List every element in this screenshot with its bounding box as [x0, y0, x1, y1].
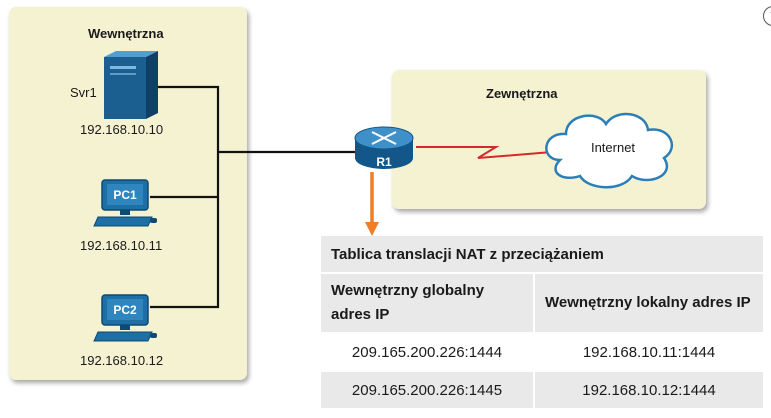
- pc2-label: PC2: [113, 303, 137, 317]
- pc1-ip: 192.168.10.11: [80, 238, 163, 253]
- outside-zone-title: Zewnętrzna: [486, 86, 558, 101]
- cloud-icon: Internet: [545, 112, 674, 189]
- pc2-ip: 192.168.10.12: [80, 353, 164, 368]
- link-server: [150, 85, 220, 152]
- server-icon: [104, 51, 158, 119]
- table-cell: 209.165.200.226:1445: [321, 370, 533, 408]
- table-row: 209.165.200.226:1444 192.168.10.11:1444: [321, 332, 763, 370]
- table-header: Wewnętrzny lokalny adres IP: [533, 272, 763, 332]
- router-label: R1: [376, 155, 392, 169]
- cloud-label: Internet: [591, 140, 635, 155]
- inside-zone-title: Wewnętrzna: [88, 26, 164, 41]
- arrow-icon: [365, 172, 379, 236]
- table-cell: 192.168.10.11:1444: [533, 332, 763, 370]
- pc-icon: PC2: [93, 294, 157, 342]
- table-row: 209.165.200.226:1445 192.168.10.12:1444: [321, 370, 763, 408]
- table-cell: 192.168.10.12:1444: [533, 370, 763, 408]
- table-cell: 209.165.200.226:1444: [321, 332, 533, 370]
- wan-link: [416, 146, 553, 159]
- router-icon: R1: [354, 126, 414, 169]
- pc1-label: PC1: [113, 188, 137, 202]
- table-header: Wewnętrzny globalny adres IP: [321, 272, 533, 332]
- link-pc2: [150, 152, 220, 309]
- pc-icon: PC1: [93, 179, 157, 227]
- server-name: Svr1: [70, 85, 97, 100]
- server-ip: 192.168.10.10: [80, 122, 164, 137]
- nat-table: Tablica translacji NAT z przeciążaniem W…: [321, 236, 763, 408]
- nat-table-caption: Tablica translacji NAT z przeciążaniem: [321, 236, 763, 272]
